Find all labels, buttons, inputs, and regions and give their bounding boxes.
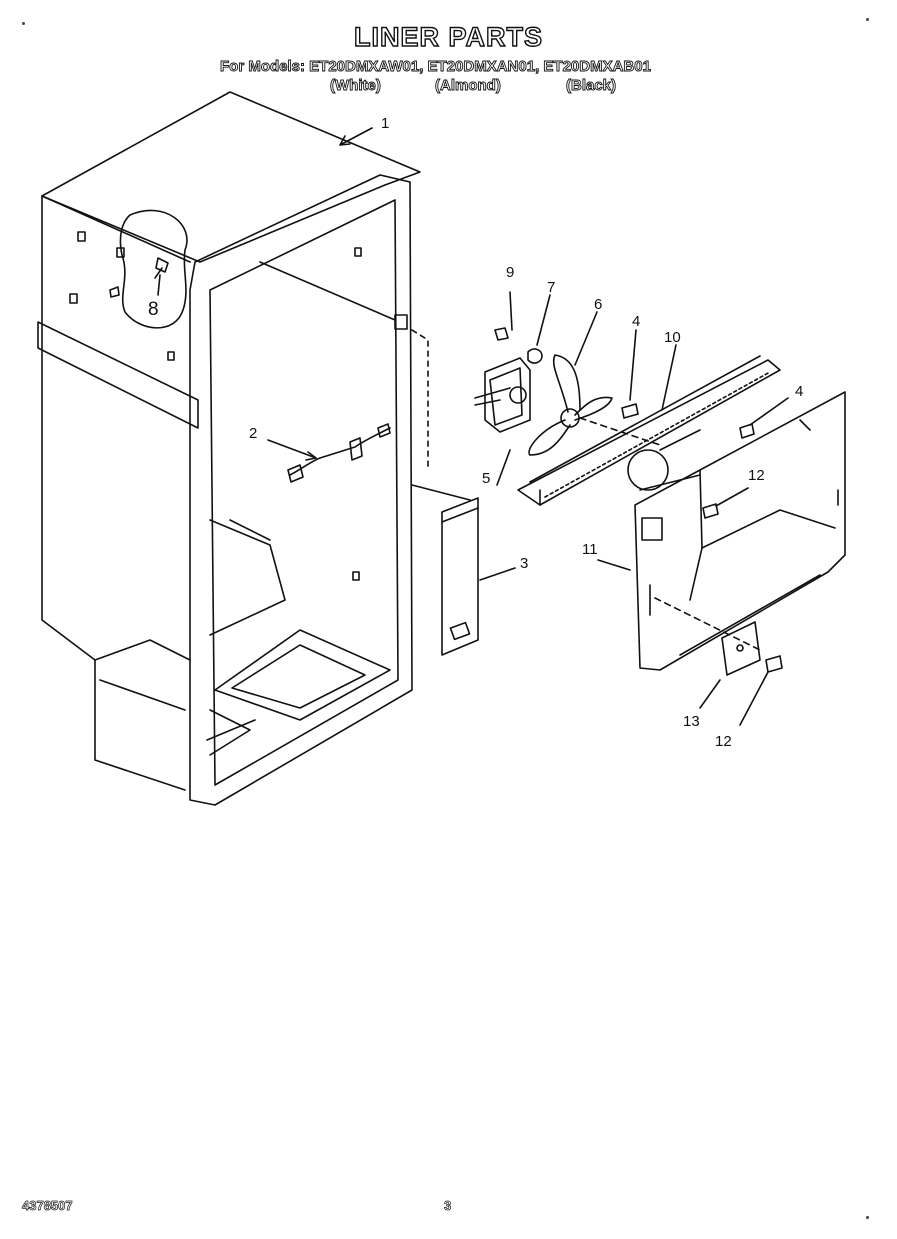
screws (621, 403, 783, 673)
callout-8: 8 (148, 299, 159, 320)
callout-10: 10 (664, 329, 681, 346)
callout-2: 2 (249, 425, 257, 442)
page-title: LINER PARTS (353, 21, 543, 52)
callout-12-upper: 12 (748, 467, 765, 484)
callout-1: 1 (381, 115, 389, 132)
corner-mark-top-right (866, 18, 869, 21)
color-almond: (Almond) (435, 77, 502, 95)
callout-12-lower: 12 (715, 733, 732, 750)
callout-9: 9 (506, 264, 514, 281)
callout-4-right: 4 (795, 383, 803, 400)
evaporator-cover (634, 391, 846, 671)
model-list: For Models: ET20DMXAW01, ET20DMXAN01, ET… (220, 58, 652, 76)
callout-6: 6 (594, 296, 602, 313)
callout-13: 13 (683, 713, 700, 730)
color-white: (White) (330, 77, 382, 95)
callout-5: 5 (482, 470, 490, 487)
callout-3: 3 (520, 555, 528, 572)
fan-blade (528, 354, 661, 456)
liner-cabinet (37, 91, 471, 806)
leader-lines (157, 127, 789, 726)
callout-4-upper: 4 (632, 313, 640, 330)
corner-mark-top-left (22, 22, 25, 25)
wire-harness (267, 423, 391, 483)
callout-7: 7 (547, 279, 555, 296)
air-grille (517, 355, 781, 506)
page-number: 3 (444, 1198, 452, 1214)
cover-plate (721, 621, 761, 676)
air-duct-panel (441, 497, 516, 656)
document-number: 4378507 (22, 1198, 73, 1214)
fan-motor-assembly (474, 327, 543, 486)
color-black: (Black) (566, 77, 617, 95)
callout-11: 11 (582, 541, 598, 558)
corner-mark-bottom-right (866, 1216, 869, 1219)
